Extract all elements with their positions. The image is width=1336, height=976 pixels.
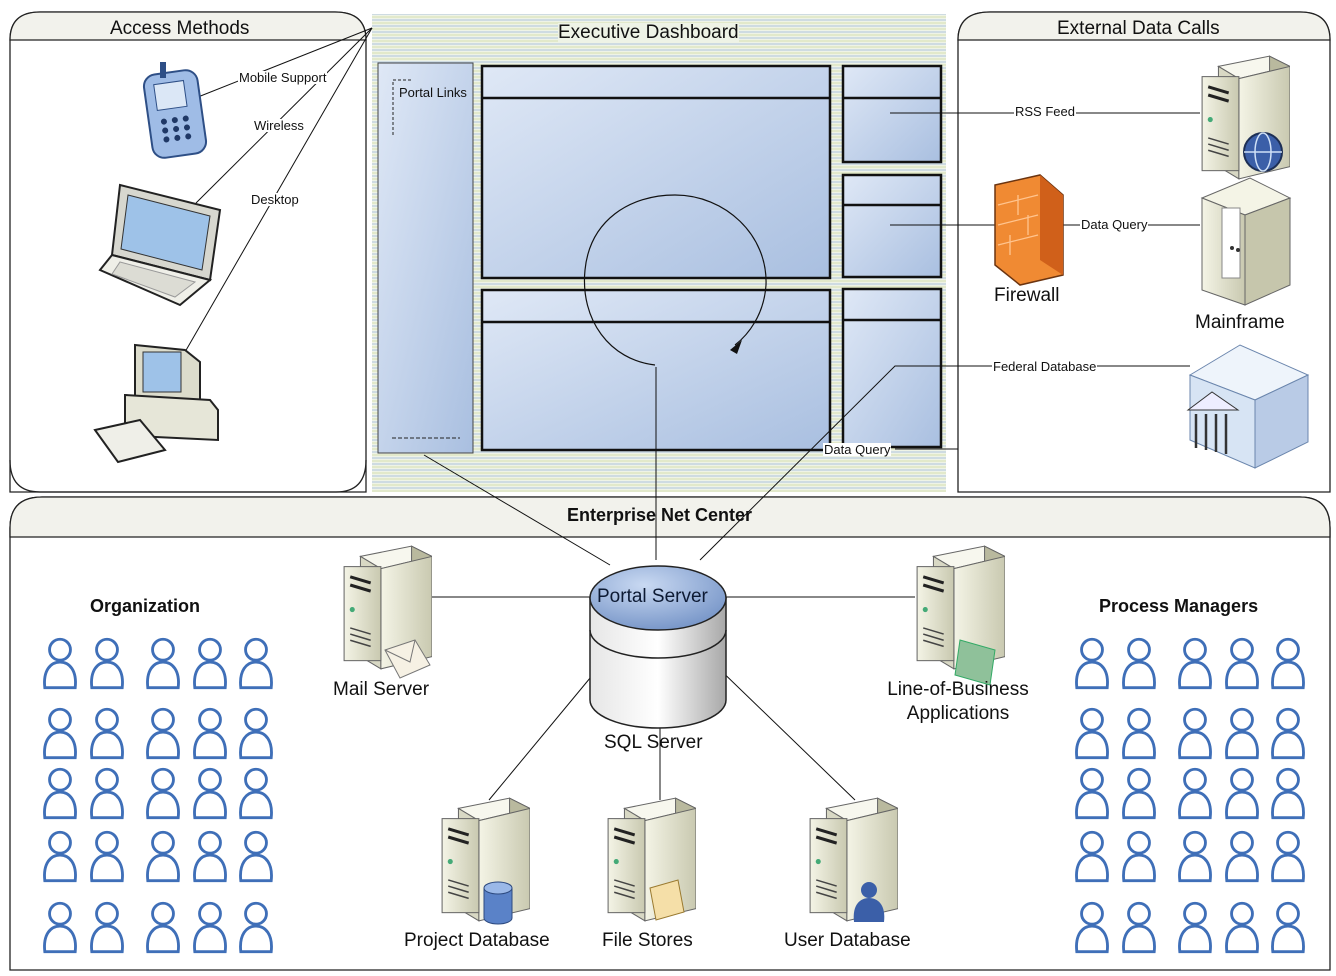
user-db-server-icon: [808, 797, 898, 922]
file-server-icon: [606, 797, 696, 922]
executive-dashboard: [372, 14, 946, 492]
mainframe-icon: [1200, 177, 1292, 306]
external-data-calls-title: External Data Calls: [1057, 18, 1220, 39]
executive-dashboard-title: Executive Dashboard: [558, 22, 739, 43]
project-db-server-icon: [440, 797, 530, 925]
database-cylinder-icon: [589, 565, 727, 729]
file-stores-label: File Stores: [602, 930, 693, 951]
bank-building-icon: [1186, 344, 1310, 469]
sql-server-label: SQL Server: [604, 732, 703, 753]
enterprise-net-center-title: Enterprise Net Center: [567, 505, 753, 525]
lob-label-line2: Applications: [906, 703, 1010, 724]
dashboard-data-query-label: Data Query: [823, 442, 892, 457]
firewall-label: Firewall: [994, 285, 1060, 306]
web-server-icon: [1200, 55, 1290, 180]
firewall-icon: [994, 174, 1064, 286]
mail-server-icon: [342, 545, 432, 679]
portal-server-label: Portal Server: [597, 586, 708, 607]
project-database-label: Project Database: [404, 930, 550, 951]
desktop-label: Desktop: [250, 192, 300, 207]
mainframe-label: Mainframe: [1195, 312, 1285, 333]
desktop-computer-icon: [93, 343, 219, 464]
lob-label-line1: Line-of-Business: [887, 679, 1029, 700]
wireless-label: Wireless: [253, 118, 305, 133]
cell-phone-icon: [142, 62, 208, 159]
portal-links-label: Portal Links: [399, 85, 467, 100]
laptop-icon: [98, 183, 222, 307]
mail-server-label: Mail Server: [333, 679, 430, 700]
federal-database-label: Federal Database: [992, 359, 1098, 374]
lob-applications-label: Line-of-Business Applications: [868, 680, 1048, 723]
business-server-icon: [915, 545, 1005, 686]
process-managers-label: Process Managers: [1099, 596, 1259, 616]
access-methods-title: Access Methods: [110, 18, 250, 39]
mobile-support-label: Mobile Support: [238, 70, 328, 85]
organization-label: Organization: [90, 596, 201, 616]
user-database-label: User Database: [784, 930, 911, 951]
rss-feed-label: RSS Feed: [1014, 104, 1076, 119]
external-data-query-label: Data Query: [1080, 217, 1149, 232]
